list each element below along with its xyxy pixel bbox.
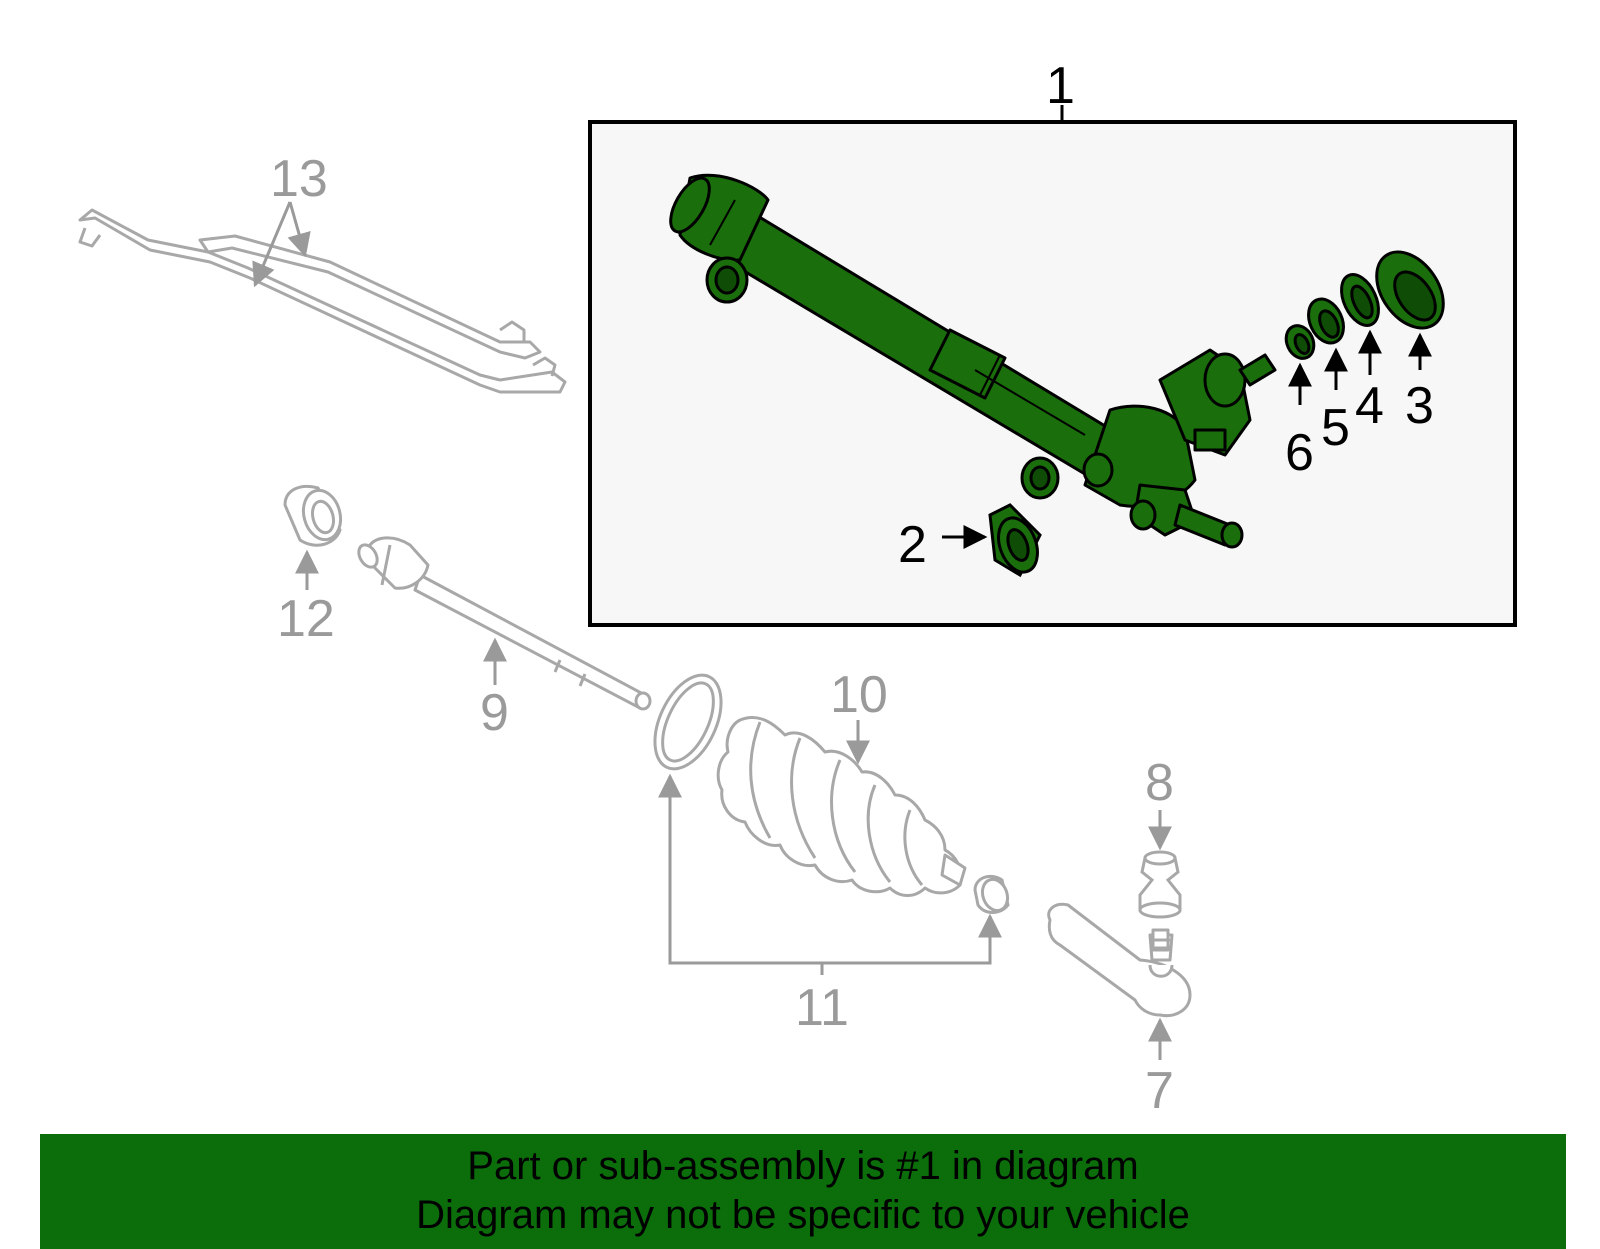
bushing-part-2 (988, 503, 1042, 578)
callout-11: 11 (795, 979, 849, 1037)
callout-7: 7 (1145, 1062, 1174, 1120)
steering-rack (669, 173, 1277, 549)
banner-line-1: Part or sub-assembly is #1 in diagram (467, 1144, 1139, 1188)
leader-13b (252, 201, 292, 288)
clamp-part-11 (653, 673, 723, 771)
callout-12: 12 (277, 590, 335, 648)
bushing-part-12 (283, 484, 343, 547)
boot-part-10 (716, 716, 967, 897)
banner-line-2: Diagram may not be specific to your vehi… (416, 1193, 1190, 1237)
info-banner: Part or sub-assembly is #1 in diagram Di… (40, 1134, 1566, 1249)
outer-tie-rod-end-part-7 (1047, 902, 1192, 1018)
ring-part-5 (1307, 297, 1345, 345)
boot-part-8 (1138, 850, 1182, 919)
leader-13a (287, 201, 311, 258)
callout-1: 1 (1046, 57, 1075, 115)
leader-11 (668, 778, 992, 965)
transfer-lines-part-13 (78, 208, 567, 394)
callout-2: 2 (898, 516, 927, 574)
clamp-small-part-11 (973, 874, 1010, 914)
seal-part-3 (1375, 250, 1445, 330)
callout-4: 4 (1355, 377, 1384, 435)
callout-6: 6 (1285, 424, 1314, 482)
inner-tie-rod-part-9 (357, 536, 652, 711)
callout-10: 10 (830, 666, 888, 724)
callout-13: 13 (270, 150, 328, 208)
ring-part-4 (1340, 273, 1380, 327)
callout-3: 3 (1405, 377, 1434, 435)
callout-8: 8 (1145, 754, 1174, 812)
ring-part-6 (1284, 324, 1316, 360)
callout-9: 9 (480, 684, 509, 742)
callout-5: 5 (1321, 399, 1350, 457)
